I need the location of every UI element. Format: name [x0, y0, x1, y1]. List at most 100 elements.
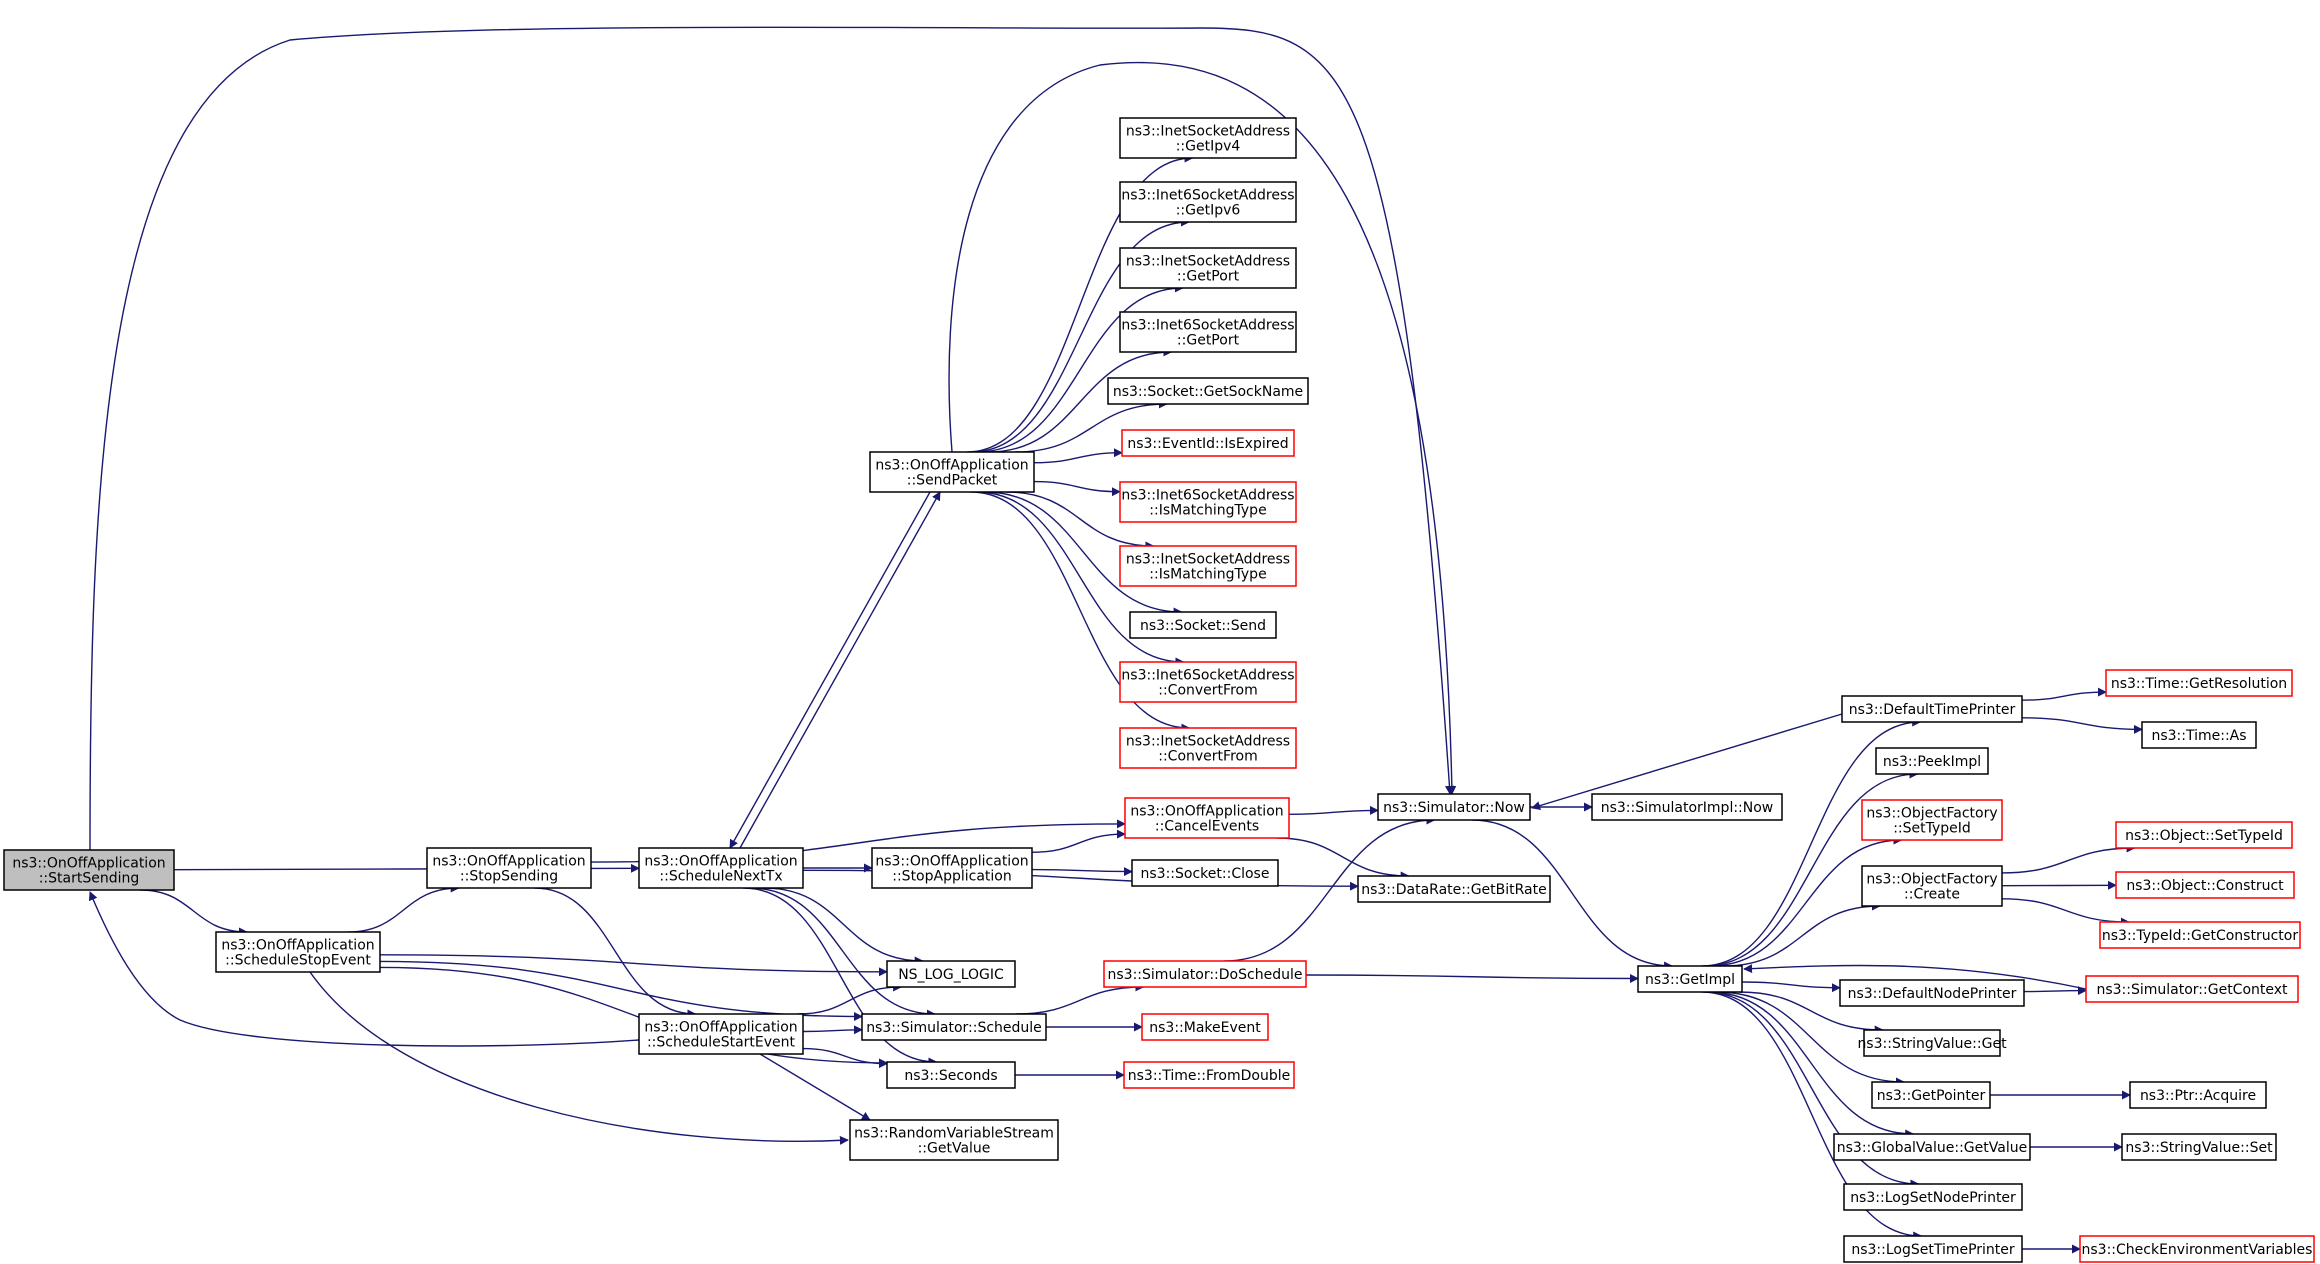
node-box[interactable] — [1141, 1013, 1269, 1041]
node-make_event[interactable]: ns3::MakeEvent — [1141, 1013, 1269, 1041]
node-box[interactable] — [1875, 747, 1989, 775]
node-box[interactable] — [638, 1013, 804, 1055]
node-box[interactable] — [1121, 429, 1295, 457]
node-log_set_node_printer[interactable]: ns3::LogSetNodePrinter — [1843, 1183, 2023, 1211]
node-box[interactable] — [2115, 871, 2295, 899]
node-box[interactable] — [1107, 377, 1309, 405]
node-object_set_type_id[interactable]: ns3::Object::SetTypeId — [2115, 821, 2293, 849]
node-box[interactable] — [638, 847, 804, 889]
node-inet6_convert_from[interactable]: ns3::Inet6SocketAddress::ConvertFrom — [1119, 661, 1297, 703]
node-box[interactable] — [1861, 799, 2003, 841]
node-simulator_schedule[interactable]: ns3::Simulator::Schedule — [861, 1013, 1047, 1041]
node-box[interactable] — [1861, 865, 2003, 907]
node-socket_close[interactable]: ns3::Socket::Close — [1131, 859, 1279, 887]
node-box[interactable] — [2129, 1081, 2267, 1109]
node-box[interactable] — [2085, 975, 2299, 1003]
node-box[interactable] — [1129, 611, 1277, 639]
node-typeid_get_constructor[interactable]: ns3::TypeId::GetConstructor — [2099, 921, 2301, 949]
node-of_set_type_id[interactable]: ns3::ObjectFactory::SetTypeId — [1861, 799, 2003, 841]
node-global_value_get[interactable]: ns3::GlobalValue::GetValue — [1833, 1133, 2031, 1161]
node-from_double[interactable]: ns3::Time::FromDouble — [1123, 1061, 1295, 1089]
node-box[interactable] — [1637, 965, 1743, 993]
node-get_ipv6[interactable]: ns3::Inet6SocketAddress::GetIpv6 — [1119, 181, 1297, 223]
node-get_sock_name[interactable]: ns3::Socket::GetSockName — [1107, 377, 1309, 405]
node-box[interactable] — [1839, 979, 2025, 1007]
node-box[interactable] — [2141, 721, 2257, 749]
node-box[interactable] — [1119, 545, 1297, 587]
node-box[interactable] — [1103, 960, 1307, 988]
node-box[interactable] — [1119, 181, 1297, 223]
node-inet_convert_from[interactable]: ns3::InetSocketAddress::ConvertFrom — [1119, 727, 1297, 769]
node-send_packet[interactable]: ns3::OnOffApplication::SendPacket — [869, 451, 1035, 493]
node-inet_is_matching[interactable]: ns3::InetSocketAddress::IsMatchingType — [1119, 545, 1297, 587]
node-do_schedule[interactable]: ns3::Simulator::DoSchedule — [1103, 960, 1307, 988]
node-stop_application[interactable]: ns3::OnOffApplication::StopApplication — [871, 847, 1033, 889]
node-string_value_set[interactable]: ns3::StringValue::Set — [2121, 1133, 2277, 1161]
node-simimpl_now[interactable]: ns3::SimulatorImpl::Now — [1591, 793, 1783, 821]
node-box[interactable] — [215, 931, 381, 973]
node-seconds[interactable]: ns3::Seconds — [886, 1061, 1016, 1089]
node-is_expired[interactable]: ns3::EventId::IsExpired — [1121, 429, 1295, 457]
node-box[interactable] — [869, 451, 1035, 493]
node-schedule_stop_event[interactable]: ns3::OnOffApplication::ScheduleStopEvent — [215, 931, 381, 973]
node-box[interactable] — [849, 1119, 1059, 1161]
node-stop_sending[interactable]: ns3::OnOffApplication::StopSending — [426, 847, 592, 889]
node-default_time_printer[interactable]: ns3::DefaultTimePrinter — [1841, 695, 2023, 723]
node-box[interactable] — [1131, 859, 1279, 887]
node-rvs_getvalue[interactable]: ns3::RandomVariableStream::GetValue — [849, 1119, 1059, 1161]
node-box[interactable] — [1871, 1081, 1991, 1109]
node-time_as[interactable]: ns3::Time::As — [2141, 721, 2257, 749]
node-get_impl[interactable]: ns3::GetImpl — [1637, 965, 1743, 993]
node-time_get_resolution[interactable]: ns3::Time::GetResolution — [2105, 669, 2293, 697]
node-box[interactable] — [861, 1013, 1047, 1041]
node-inet6_get_port[interactable]: ns3::Inet6SocketAddress::GetPort — [1119, 311, 1297, 353]
node-get_bit_rate[interactable]: ns3::DataRate::GetBitRate — [1357, 875, 1551, 903]
node-simulator_now[interactable]: ns3::Simulator::Now — [1377, 793, 1531, 821]
node-box[interactable] — [1357, 875, 1551, 903]
node-box[interactable] — [1119, 727, 1297, 769]
node-default_node_printer[interactable]: ns3::DefaultNodePrinter — [1839, 979, 2025, 1007]
node-box[interactable] — [1377, 793, 1531, 821]
node-box[interactable] — [1119, 481, 1297, 523]
node-box[interactable] — [1843, 1183, 2023, 1211]
node-box[interactable] — [1843, 1235, 2023, 1263]
node-simulator_get_context[interactable]: ns3::Simulator::GetContext — [2085, 975, 2299, 1003]
node-box[interactable] — [1119, 661, 1297, 703]
node-box[interactable] — [1119, 117, 1297, 159]
node-box[interactable] — [2121, 1133, 2277, 1161]
node-box[interactable] — [2105, 669, 2293, 697]
node-socket_send[interactable]: ns3::Socket::Send — [1129, 611, 1277, 639]
node-schedule_next_tx[interactable]: ns3::OnOffApplication::ScheduleNextTx — [638, 847, 804, 889]
node-check_env_vars[interactable]: ns3::CheckEnvironmentVariables — [2079, 1235, 2315, 1263]
node-cancel_events[interactable]: ns3::OnOffApplication::CancelEvents — [1124, 797, 1290, 839]
node-box[interactable] — [1124, 797, 1290, 839]
node-box[interactable] — [1863, 1029, 2001, 1057]
node-string_value_get[interactable]: ns3::StringValue::Get — [1857, 1029, 2007, 1057]
node-ns_log_logic[interactable]: NS_LOG_LOGIC — [886, 960, 1016, 988]
node-box[interactable] — [2115, 821, 2293, 849]
node-ptr_acquire[interactable]: ns3::Ptr::Acquire — [2129, 1081, 2267, 1109]
node-box[interactable] — [1119, 247, 1297, 289]
node-box[interactable] — [1591, 793, 1783, 821]
node-box[interactable] — [1833, 1133, 2031, 1161]
node-inet6_is_matching[interactable]: ns3::Inet6SocketAddress::IsMatchingType — [1119, 481, 1297, 523]
node-box[interactable] — [886, 1061, 1016, 1089]
node-get_ipv4[interactable]: ns3::InetSocketAddress::GetIpv4 — [1119, 117, 1297, 159]
node-box[interactable] — [426, 847, 592, 889]
node-peek_impl[interactable]: ns3::PeekImpl — [1875, 747, 1989, 775]
node-log_set_time_printer[interactable]: ns3::LogSetTimePrinter — [1843, 1235, 2023, 1263]
node-inet_get_port[interactable]: ns3::InetSocketAddress::GetPort — [1119, 247, 1297, 289]
node-of_create[interactable]: ns3::ObjectFactory::Create — [1861, 865, 2003, 907]
node-box[interactable] — [1841, 695, 2023, 723]
node-box[interactable] — [3, 849, 175, 891]
node-box[interactable] — [1123, 1061, 1295, 1089]
node-object_construct[interactable]: ns3::Object::Construct — [2115, 871, 2295, 899]
node-box[interactable] — [871, 847, 1033, 889]
node-get_pointer[interactable]: ns3::GetPointer — [1871, 1081, 1991, 1109]
node-box[interactable] — [1119, 311, 1297, 353]
node-schedule_start_event[interactable]: ns3::OnOffApplication::ScheduleStartEven… — [638, 1013, 804, 1055]
node-box[interactable] — [2099, 921, 2301, 949]
node-start_sending[interactable]: ns3::OnOffApplication::StartSending — [3, 849, 175, 891]
node-box[interactable] — [2079, 1235, 2315, 1263]
node-box[interactable] — [886, 960, 1016, 988]
